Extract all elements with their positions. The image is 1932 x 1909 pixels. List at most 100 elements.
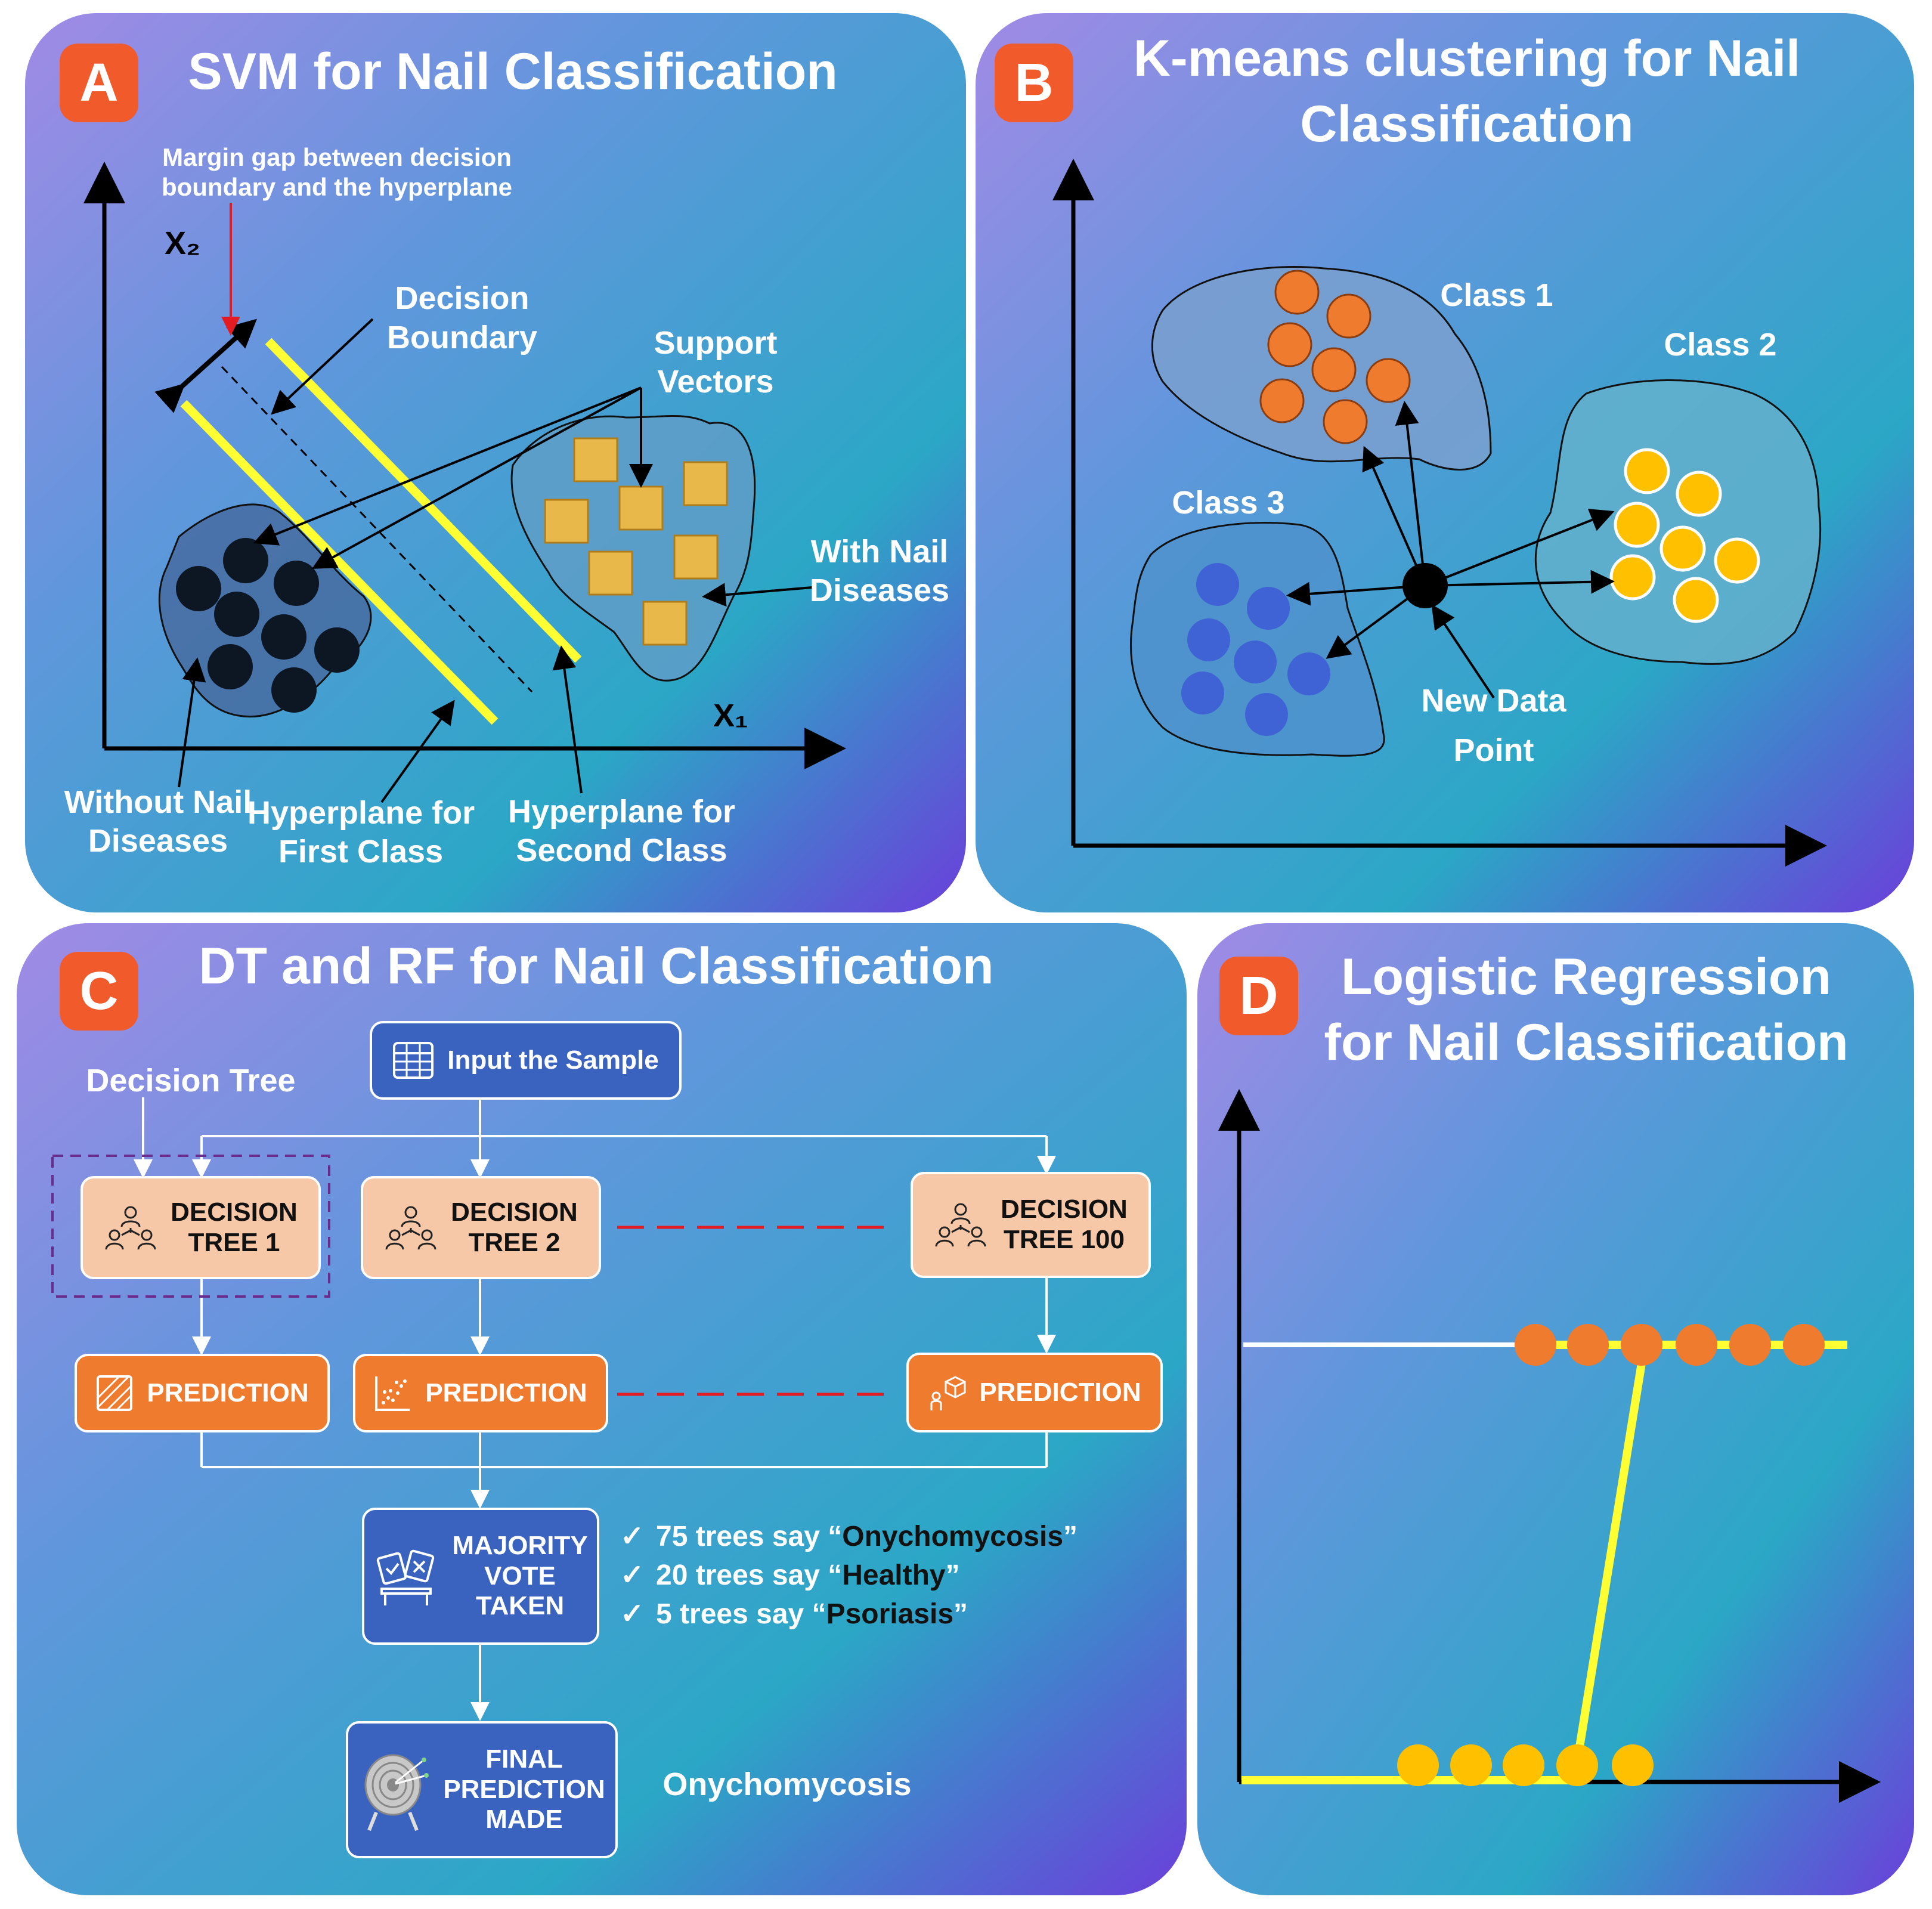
c-vote-3: ✓5 trees say “Psoriasis” [620, 1597, 968, 1630]
panel-a-svm [83, 162, 846, 803]
a-decision-boundary-label-1: Decision [395, 280, 530, 316]
c-vote-2-suffix: ” [945, 1560, 960, 1591]
panel-c-connectors [134, 1097, 1056, 1721]
c-vote-1-value: Onychomycosis [842, 1521, 1064, 1552]
panel-a-badge: A [60, 44, 138, 122]
a-decision-boundary-pointer [271, 318, 374, 415]
panel-d-logistic [1218, 1089, 1881, 1803]
c-prediction-1-label: PREDICTION [147, 1378, 309, 1407]
a-support-vectors-label-1: Support [654, 325, 778, 361]
b-new-point-label-2: Point [1453, 732, 1534, 768]
a-square-points [544, 437, 728, 646]
a-hyperplane-first [180, 400, 499, 725]
b-distance-arrows [1286, 401, 1615, 699]
b-class3-label: Class 3 [1172, 485, 1285, 521]
a-without-disease-label-2: Diseases [88, 823, 228, 859]
c-vote-3-suffix: ” [953, 1598, 968, 1630]
c-final-result: Onychomycosis [662, 1766, 912, 1802]
a-with-disease-pointer [702, 583, 813, 607]
b-class1-points [1259, 270, 1411, 444]
c-vote-2-value: Healthy [842, 1560, 946, 1591]
target-icon [364, 1754, 429, 1831]
table-icon [393, 1042, 434, 1079]
c-final-line3: MADE [485, 1805, 563, 1834]
c-final-line2: PREDICTION [443, 1774, 605, 1804]
panel-c-title: DT and RF for Nail Classification [199, 938, 994, 995]
c-vote-1-prefix: 75 trees say “ [656, 1521, 843, 1552]
c-input-label: Input the Sample [447, 1045, 659, 1075]
c-input-box: Input the Sample [370, 1021, 682, 1100]
c-tree-2-line1: DECISION [451, 1197, 578, 1227]
c-tree-100-line2: TREE 100 [1004, 1225, 1125, 1254]
a-x2-label: X₂ [165, 225, 201, 261]
a-support-vector-pointers [253, 386, 653, 569]
c-tree-1-line2: TREE 1 [188, 1227, 280, 1257]
d-lower-points [1397, 1744, 1654, 1786]
panel-d-title-1: Logistic Regression [1341, 948, 1831, 1005]
people-hierarchy-icon [105, 1206, 156, 1249]
panel-d-background [1197, 923, 1914, 1895]
panel-b-title-1: K-means clustering for Nail [1133, 30, 1801, 87]
a-hyperplane-first-pointer [380, 700, 455, 803]
b-class2-label: Class 2 [1664, 327, 1777, 363]
c-vote-2-prefix: 20 trees say “ [656, 1560, 843, 1591]
a-hyperplane-first-label-2: First Class [278, 834, 444, 870]
c-vote-1: ✓ 75 trees say “Onychomycosis” [620, 1520, 1078, 1553]
c-decision-tree-label: Decision Tree [86, 1063, 296, 1099]
a-dark-points [176, 538, 360, 713]
c-prediction-100-label: PREDICTION [979, 1377, 1141, 1407]
a-with-disease-label-2: Diseases [809, 573, 950, 608]
panel-b-kmeans [1052, 159, 1827, 867]
a-hyperplane-second-label-1: Hyperplane for [507, 794, 736, 830]
c-prediction-2-box: PREDICTION [353, 1354, 608, 1432]
panel-b-badge: B [995, 44, 1073, 122]
check-icon: ✓ [620, 1598, 645, 1630]
check-icon: ✓ [620, 1560, 645, 1591]
b-class1-label: Class 1 [1440, 277, 1553, 313]
people-hierarchy-icon [385, 1206, 436, 1249]
b-class2-points [1609, 448, 1760, 623]
a-hyperplane-second-label-2: Second Class [516, 833, 727, 868]
c-final-line1: FINAL [485, 1744, 563, 1774]
c-prediction-100-box: PREDICTION [906, 1353, 1163, 1432]
d-upper-points [1515, 1324, 1825, 1366]
ballot-vote-icon [377, 1549, 435, 1605]
check-icon: ✓ [620, 1521, 645, 1552]
b-new-point-label-1: New Data [1421, 683, 1566, 719]
panel-a-title: SVM for Nail Classification [188, 43, 838, 100]
scatter-plot-icon [375, 1376, 410, 1411]
c-tree-1-line1: DECISION [171, 1197, 298, 1227]
a-support-vectors-label-2: Vectors [657, 364, 774, 400]
c-majority-line1: MAJORITY [452, 1531, 588, 1561]
b-class3-points [1181, 563, 1330, 736]
a-hyperplane-second-pointer [552, 645, 583, 794]
hatched-square-icon [97, 1375, 133, 1411]
panel-d-badge: D [1219, 957, 1298, 1035]
a-without-disease-pointer [178, 657, 206, 788]
c-tree-100-line1: DECISION [1001, 1195, 1128, 1224]
a-without-disease-label-1: Without Nail [64, 784, 252, 820]
c-vote-1-suffix: ” [1063, 1521, 1078, 1552]
a-x1-label: X₁ [713, 698, 748, 734]
c-decision-tree-highlight [51, 1155, 330, 1298]
a-margin-label-2: boundary and the hyperplane [161, 173, 513, 201]
person-cube-icon [930, 1376, 966, 1410]
people-hierarchy-icon [935, 1203, 986, 1247]
c-prediction-1-box: PREDICTION [75, 1354, 330, 1432]
c-tree-2-line2: TREE 2 [468, 1227, 561, 1257]
a-with-disease-label-1: With Nail [810, 534, 949, 570]
panel-c-badge: C [60, 952, 138, 1031]
a-decision-boundary [221, 366, 533, 693]
a-margin-arrow [154, 318, 257, 413]
c-vote-2: ✓ 20 trees say “Healthy” [620, 1558, 960, 1592]
c-vote-3-value: Psoriasis [826, 1598, 954, 1630]
panel-b-title-2: Classification [1300, 95, 1634, 153]
c-majority-line3: TAKEN [475, 1591, 565, 1621]
panel-d-title-2: for Nail Classification [1324, 1014, 1849, 1071]
d-sigmoid-transition [1570, 1344, 1649, 1781]
c-prediction-2-label: PREDICTION [425, 1378, 587, 1407]
